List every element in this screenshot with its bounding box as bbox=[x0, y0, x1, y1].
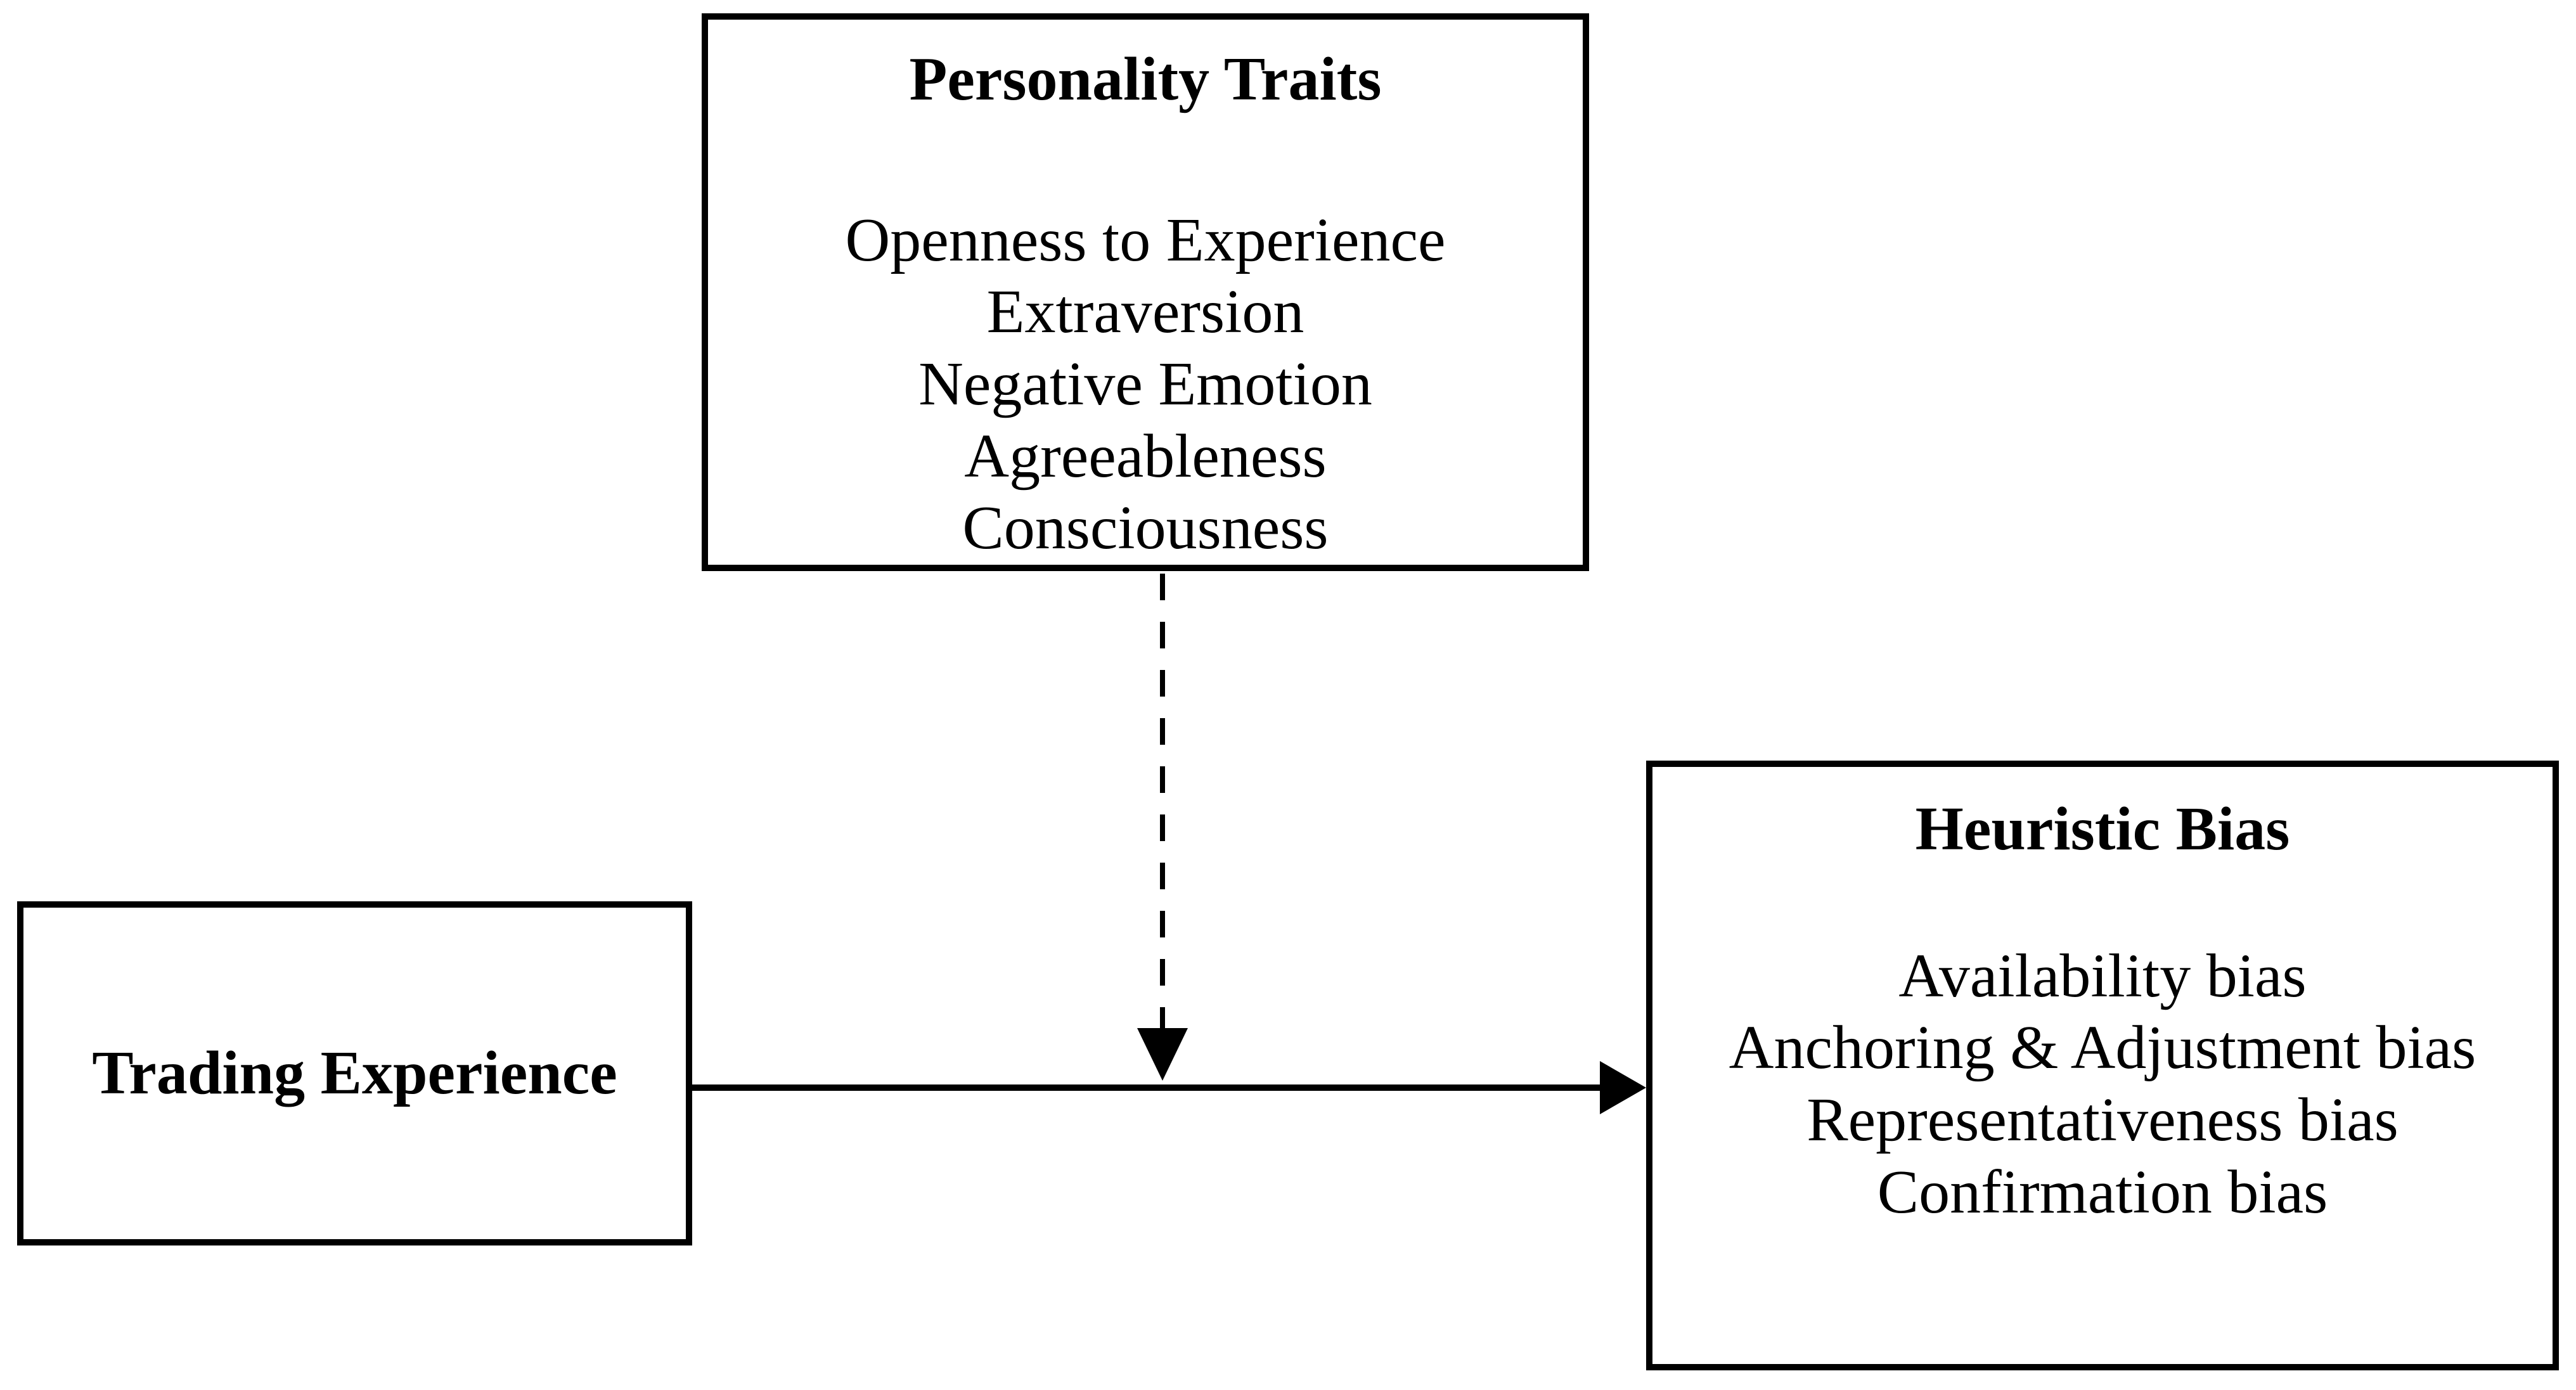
personality-trait-item: Openness to Experience bbox=[845, 205, 1446, 274]
personality-trait-item: Extraversion bbox=[986, 278, 1304, 347]
personality-traits-list: Openness to Experience Extraversion Nega… bbox=[708, 205, 1583, 565]
heuristic-bias-item: Availability bias bbox=[1898, 941, 2307, 1010]
heuristic-bias-list: Availability bias Anchoring & Adjustment… bbox=[1652, 941, 2553, 1229]
personality-traits-box: Personality Traits Openness to Experienc… bbox=[702, 13, 1589, 571]
heuristic-bias-title: Heuristic Bias bbox=[1915, 795, 2290, 863]
personality-trait-item: Consciousness bbox=[962, 494, 1329, 563]
personality-traits-title: Personality Traits bbox=[909, 45, 1382, 113]
heuristic-bias-item: Representativeness bias bbox=[1806, 1086, 2399, 1155]
direct-effect-arrowhead-icon bbox=[1600, 1061, 1646, 1114]
heuristic-bias-box: Heuristic Bias Availability bias Anchori… bbox=[1646, 761, 2559, 1370]
heuristic-bias-item: Confirmation bias bbox=[1877, 1157, 2328, 1226]
trading-experience-title: Trading Experience bbox=[92, 1038, 617, 1107]
trading-experience-box: Trading Experience bbox=[17, 901, 692, 1245]
heuristic-bias-item: Anchoring & Adjustment bias bbox=[1729, 1014, 2476, 1083]
personality-trait-item: Negative Emotion bbox=[918, 350, 1372, 419]
moderation-arrowhead-icon bbox=[1137, 1028, 1188, 1081]
personality-trait-item: Agreeableness bbox=[964, 422, 1327, 491]
